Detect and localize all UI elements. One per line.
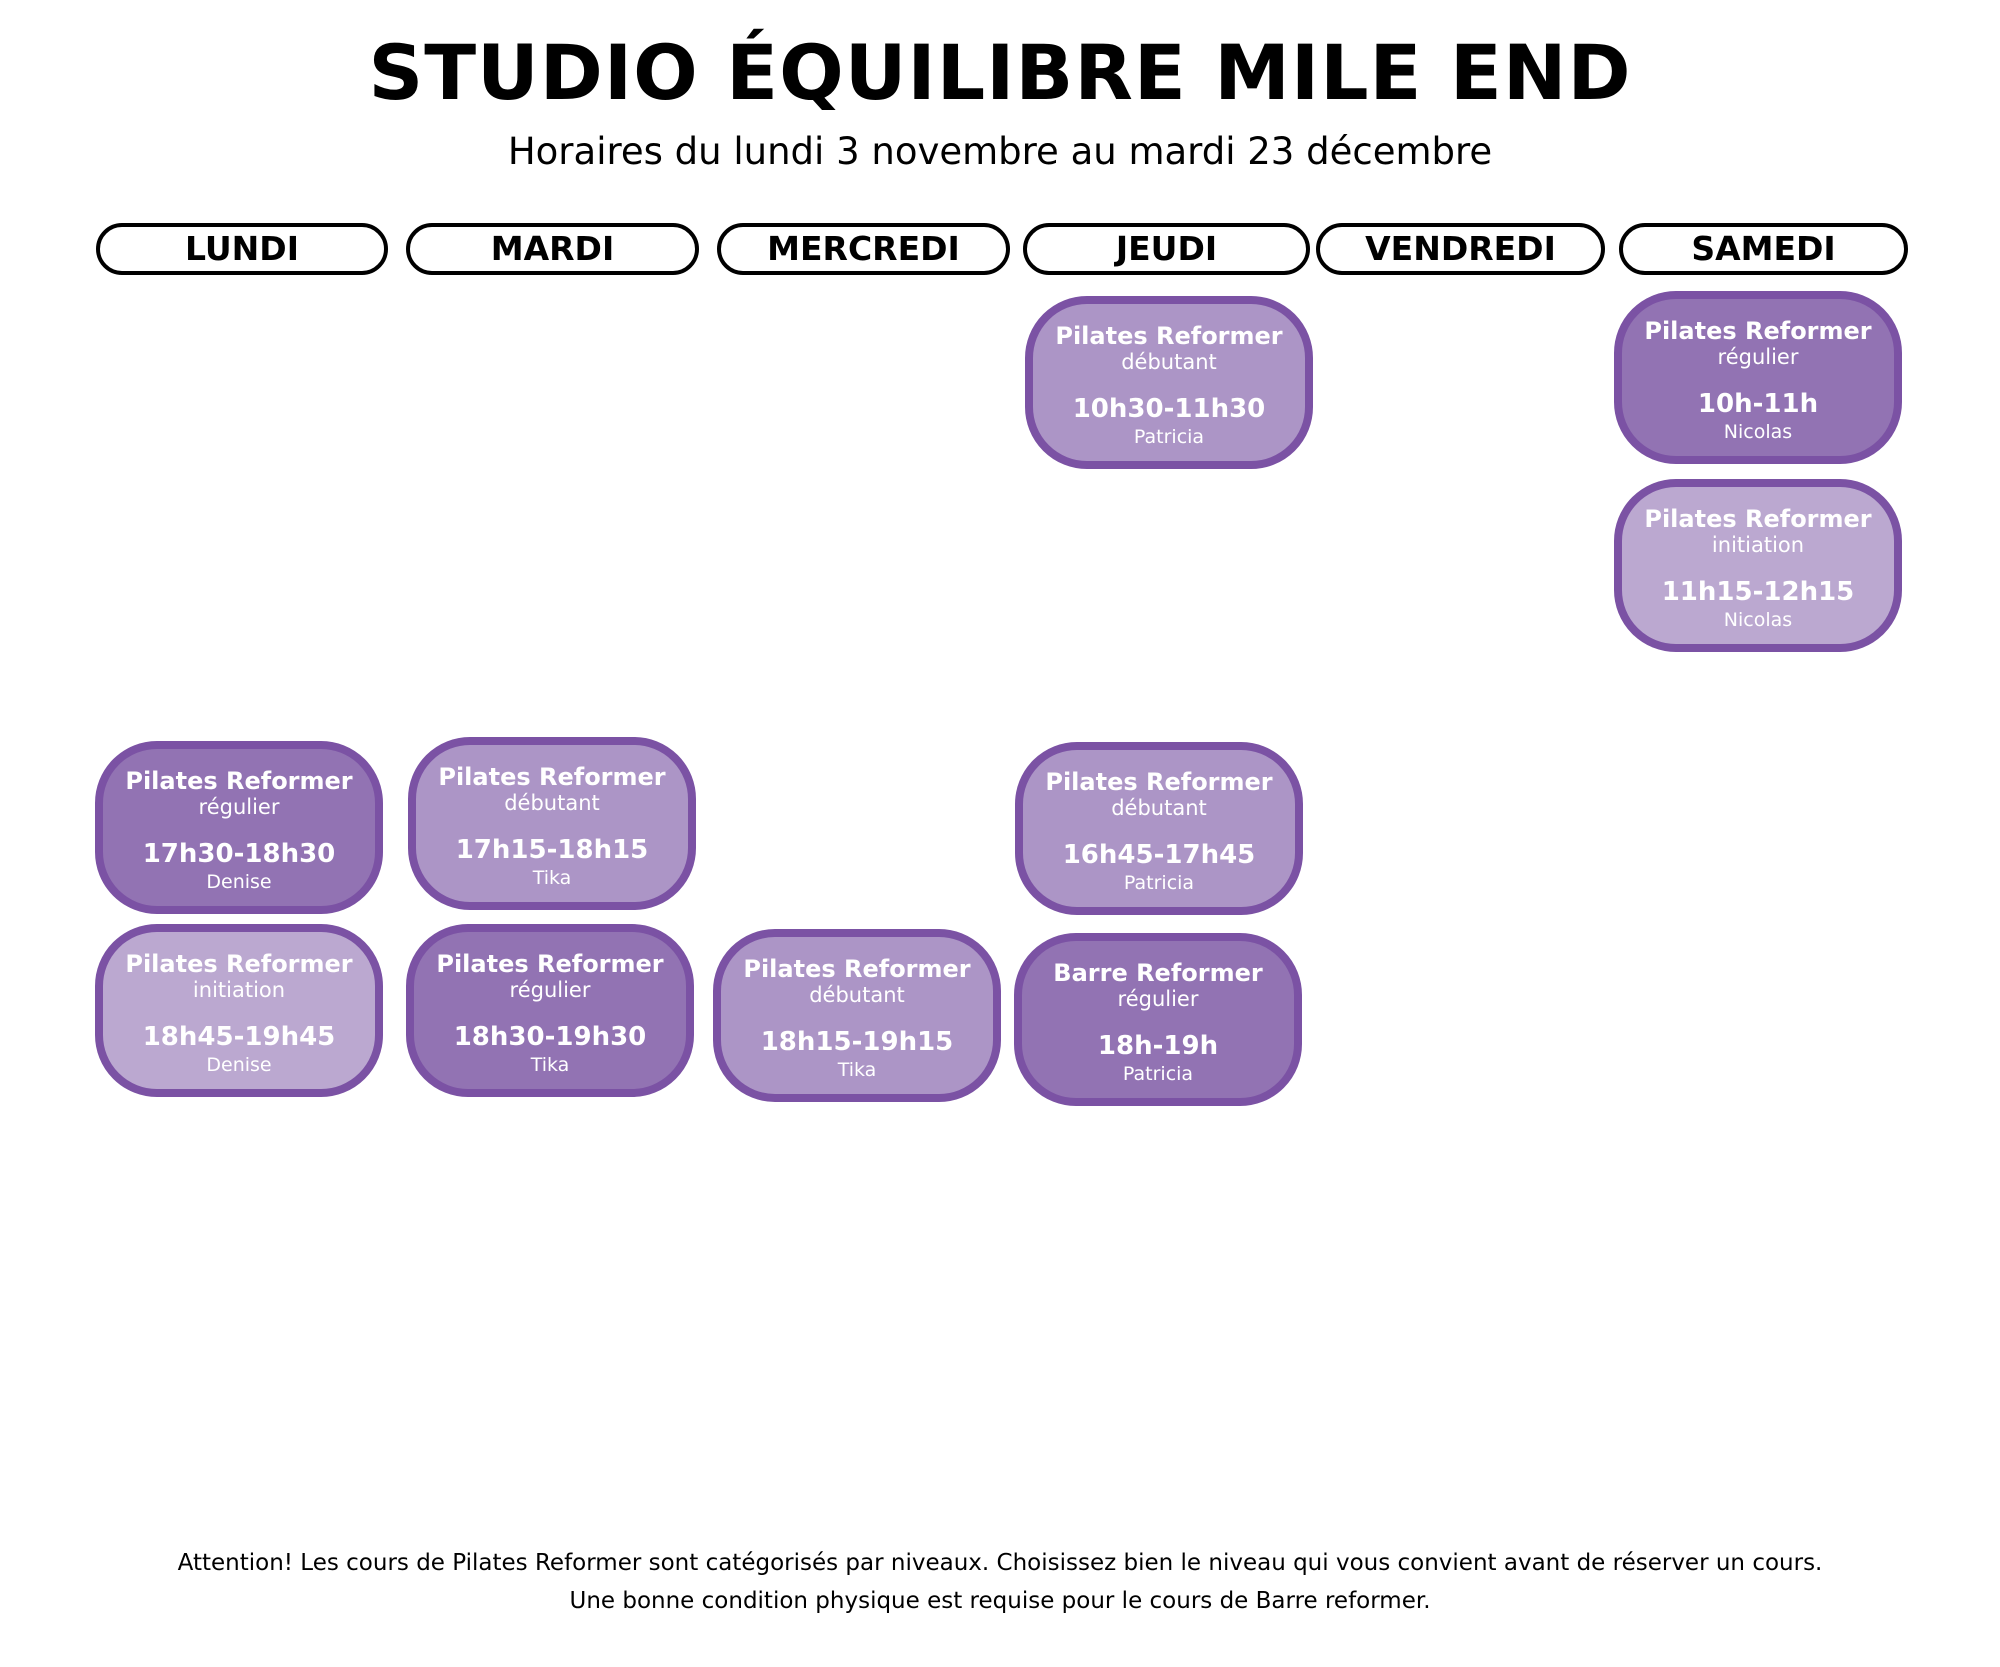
class-title: Pilates Reformer: [1644, 505, 1872, 533]
day-header-jeudi: JEUDI: [1023, 223, 1310, 275]
class-title: Pilates Reformer: [1055, 322, 1283, 350]
class-instructor: Tika: [532, 867, 572, 889]
class-title: Pilates Reformer: [438, 763, 666, 791]
class-time: 10h30-11h30: [1072, 394, 1266, 424]
day-header-lundi: LUNDI: [96, 223, 388, 275]
page-title: STUDIO ÉQUILIBRE MILE END: [368, 28, 1632, 117]
class-time: 18h30-19h30: [453, 1022, 647, 1052]
class-level: régulier: [1117, 987, 1199, 1011]
class-time: 11h15-12h15: [1661, 577, 1855, 607]
class-level: initiation: [192, 978, 286, 1002]
class-level: débutant: [809, 983, 905, 1007]
day-header-mardi: MARDI: [406, 223, 699, 275]
page-subtitle: Horaires du lundi 3 novembre au mardi 23…: [507, 130, 1493, 173]
class-title: Pilates Reformer: [1644, 317, 1872, 345]
class-instructor: Patricia: [1133, 426, 1205, 448]
class-instructor: Tika: [530, 1054, 570, 1076]
class-time: 16h45-17h45: [1062, 840, 1256, 870]
class-level: débutant: [504, 791, 600, 815]
class-time: 17h30-18h30: [142, 839, 336, 869]
class-time: 17h15-18h15: [455, 835, 649, 865]
class-instructor: Nicolas: [1723, 609, 1793, 631]
class-time: 18h-19h: [1097, 1031, 1219, 1061]
day-header-vendredi: VENDREDI: [1316, 223, 1605, 275]
class-time: 18h45-19h45: [142, 1022, 336, 1052]
day-header-samedi: SAMEDI: [1619, 223, 1908, 275]
class-instructor: Denise: [206, 871, 272, 893]
class-instructor: Nicolas: [1723, 421, 1793, 443]
class-title: Barre Reformer: [1053, 959, 1263, 987]
class-level: régulier: [198, 795, 280, 819]
class-level: initiation: [1711, 533, 1805, 557]
class-title: Pilates Reformer: [436, 950, 664, 978]
class-instructor: Tika: [837, 1059, 877, 1081]
class-level: régulier: [509, 978, 591, 1002]
class-level: régulier: [1717, 345, 1799, 369]
class-instructor: Patricia: [1122, 1063, 1194, 1085]
class-title: Pilates Reformer: [125, 767, 353, 795]
footer-note-levels: Attention! Les cours de Pilates Reformer…: [177, 1550, 1823, 1576]
day-header-mercredi: MERCREDI: [717, 223, 1010, 275]
class-time: 10h-11h: [1697, 389, 1819, 419]
class-instructor: Patricia: [1123, 872, 1195, 894]
class-level: débutant: [1111, 796, 1207, 820]
class-time: 18h15-19h15: [760, 1027, 954, 1057]
class-title: Pilates Reformer: [125, 950, 353, 978]
class-instructor: Denise: [206, 1054, 272, 1076]
class-title: Pilates Reformer: [743, 955, 971, 983]
class-title: Pilates Reformer: [1045, 768, 1273, 796]
class-level: débutant: [1121, 350, 1217, 374]
footer-note-barre: Une bonne condition physique est requise…: [569, 1588, 1431, 1614]
